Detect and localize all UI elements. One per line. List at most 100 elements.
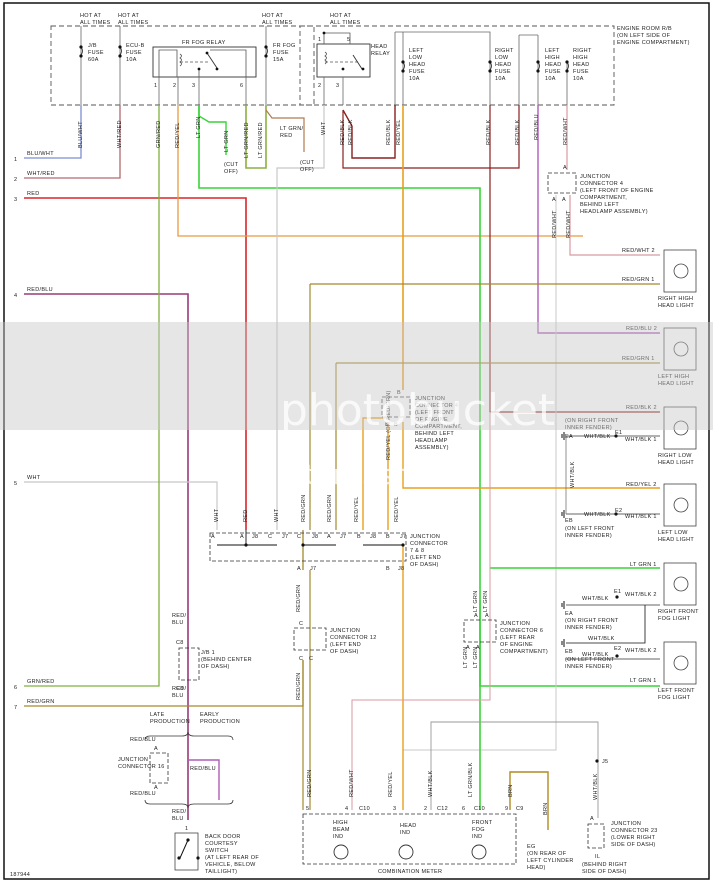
terminal-wire-label: WHT/RED xyxy=(27,171,55,177)
junction-connector-12-label: JUNCTION xyxy=(330,628,360,634)
bulb-icon xyxy=(673,420,689,436)
wire-label-vertical: WHT/BLK xyxy=(593,773,599,800)
wire-label: RED/BLU xyxy=(190,766,216,772)
wire-label-vertical: RED/BLK xyxy=(340,119,346,145)
wire-red-grn xyxy=(24,660,304,707)
lamp-left_high-name: LEFT HIGH xyxy=(658,374,689,380)
splice-label: E1 xyxy=(615,430,622,436)
meter-pin-label: 6 xyxy=(462,806,465,812)
lamp-left_fog-name: FOG LIGHT xyxy=(658,695,691,701)
wire-lt-grn xyxy=(198,105,660,687)
lamp-right_low-name: HEAD LIGHT xyxy=(658,460,694,466)
junction-connector-6-label: JUNCTION xyxy=(500,621,530,627)
left-low-fuse-label: 10A xyxy=(409,76,420,82)
terminal-number: 1 xyxy=(14,157,17,163)
ground-eb-fog-label: EB xyxy=(565,649,573,655)
early-production-label: PRODUCTION xyxy=(200,719,240,725)
splice-e2-fog xyxy=(615,654,619,658)
wire-red-yel-b xyxy=(362,417,388,530)
junction-connector-4-label: COMPARTMENT, xyxy=(580,195,627,201)
high-beam-indicator-label: IND xyxy=(333,834,343,840)
components xyxy=(79,45,697,871)
lamp-pin-label: RED/YEL 2 xyxy=(626,482,657,488)
lamp-right_fog-name: RIGHT FRONT xyxy=(658,609,699,615)
meter-pin-label: 9 xyxy=(505,806,508,812)
terminal-number: 5 xyxy=(14,481,17,487)
connector-pin-label: B xyxy=(385,422,389,428)
fr-fog-relay: FR FOG RELAY xyxy=(152,40,257,78)
head-relay-pin: 3 xyxy=(336,83,339,89)
wire-label-vertical: RED xyxy=(243,509,249,522)
wire-label-lt-grn-red: LT GRN/ xyxy=(280,126,303,132)
meter-pin-label: 4 xyxy=(345,806,348,812)
right-high-fuse-label: FUSE xyxy=(573,69,589,75)
wire-wht xyxy=(24,481,218,530)
connector-pin-label: A xyxy=(563,165,567,171)
junction-connector-16-label: CONNECTOR 16 xyxy=(118,764,165,770)
fuse-terminal xyxy=(488,60,492,64)
lamp-pin-label: RED/GRN 1 xyxy=(622,356,655,362)
connector-pin-label: A xyxy=(474,613,478,619)
left-low-fuse-label: FUSE xyxy=(409,69,425,75)
wire-label-vertical: RED/BLK xyxy=(486,119,492,145)
lamp-pin-label: LT GRN 1 xyxy=(630,678,657,684)
fr-fog-relay-pin: 6 xyxy=(240,83,243,89)
fuse-terminal xyxy=(79,45,83,49)
bulb-icon xyxy=(673,263,689,279)
connector-pin-label: A xyxy=(211,534,215,540)
wire-label-red-blu: BLU xyxy=(172,816,184,822)
bulb-icon xyxy=(673,576,689,592)
bulb-icon xyxy=(673,655,689,671)
right-low-fuse-label: 10A xyxy=(495,76,506,82)
junction-connector-4-mid-label: BEHIND LEFT xyxy=(415,431,454,437)
engine-room-title-line: (ON LEFT SIDE OF xyxy=(617,33,671,39)
connector-pin-label: C8 xyxy=(176,640,184,646)
head-relay-label-2: RELAY xyxy=(371,51,390,57)
head-relay-pin: 2 xyxy=(318,83,321,89)
junction-connector-7-8-label: 7 & 8 xyxy=(410,548,424,554)
connector-pin-label: A xyxy=(154,746,158,752)
wire-label-vertical: RED/GRN xyxy=(327,495,333,522)
indicator-lamp-icon xyxy=(333,844,349,860)
lamp-pin-label: WHT/BLK 2 xyxy=(625,648,657,654)
ground-eb-label: EB xyxy=(565,518,573,524)
wire-wht-blk-fogground xyxy=(566,605,646,644)
connector-pin-label: A xyxy=(476,645,480,651)
wire-label-vertical: LT GRN xyxy=(483,591,489,612)
splice-e1-fog xyxy=(615,595,619,599)
connector-pin-label: B xyxy=(386,566,390,572)
junction-connector-6-label: CONNECTOR 6 xyxy=(500,628,543,634)
splice-dot xyxy=(301,543,305,547)
switch-terminal xyxy=(186,838,190,842)
junction-connector-12-label: OF DASH) xyxy=(330,649,359,655)
connector-pin-label: B xyxy=(386,534,390,540)
wire-label-vertical: LT GRN/RED xyxy=(244,122,250,158)
splice-e1 xyxy=(614,434,618,438)
fr-fog-fuse-label: 15A xyxy=(273,57,284,63)
lamp-left_low-name: HEAD LIGHT xyxy=(658,537,694,543)
wire-red-wht-meter xyxy=(351,412,491,810)
hot-at-all-times-label: HOT AT xyxy=(80,13,101,19)
wire-label-vertical: RED/YEL xyxy=(394,496,400,522)
splice-dot xyxy=(401,543,405,547)
front-fog-indicator-label: FRONT xyxy=(472,820,493,826)
wire-lt-grn-red xyxy=(245,105,267,169)
wire-label: RED/BLU xyxy=(130,737,156,743)
hot-at-all-times-label: ALL TIMES xyxy=(118,20,149,26)
wire-label-red-blu: RED/ xyxy=(172,686,187,692)
wires xyxy=(24,26,660,830)
junction-connector-4-mid-label: COMPARTMENT, xyxy=(415,424,462,430)
lamp-pin-label: RED/WHT 2 xyxy=(622,248,655,254)
splice-label: E1 xyxy=(614,589,621,595)
connector-pin-label: A xyxy=(466,645,470,651)
wire-label-vertical: WHT/BLK xyxy=(570,461,576,488)
fr-fog-fuse-label: FR FOG xyxy=(273,43,296,49)
junction-connector-7-8-label: OF DASH) xyxy=(410,562,439,568)
wire-label-vertical: RED/BLK xyxy=(515,119,521,145)
wire-label: WHT/BLK xyxy=(588,636,615,642)
lamp-left_low-name: LEFT LOW xyxy=(658,530,688,536)
fuse-terminal xyxy=(264,54,268,58)
fuse-terminal xyxy=(536,60,540,64)
right-high-fuse-label: RIGHT xyxy=(573,48,592,54)
